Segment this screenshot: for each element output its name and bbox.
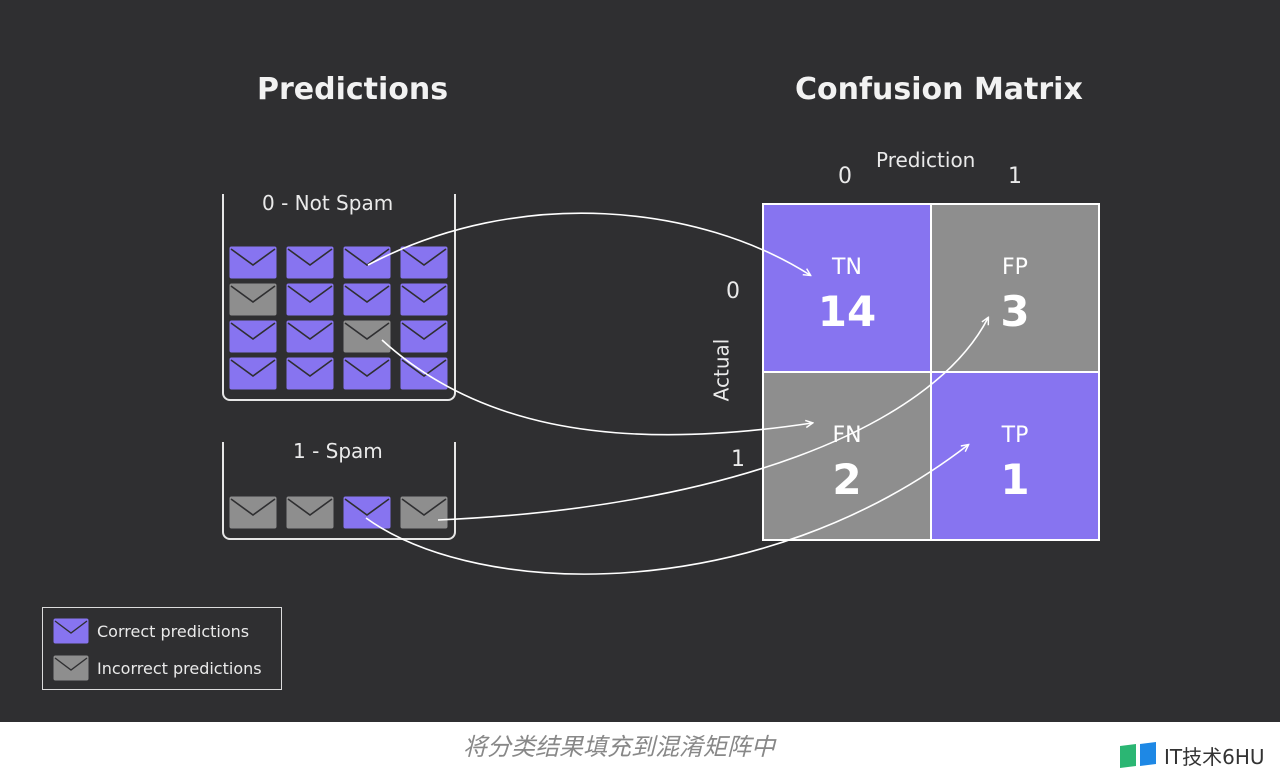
- bin-not-spam: [222, 194, 456, 401]
- legend: Correct predictions Incorrect prediction…: [42, 607, 282, 690]
- prediction-axis-label: Prediction: [876, 148, 976, 172]
- bin-label-not-spam: 0 - Not Spam: [262, 191, 394, 215]
- envelope-correct-icon: [286, 283, 334, 316]
- cell-value: 1: [1000, 455, 1030, 504]
- envelope-correct-icon: [400, 320, 448, 353]
- envelope-correct-icon: [343, 246, 391, 279]
- cell-value: 2: [832, 455, 862, 504]
- legend-swatch-correct: [53, 618, 89, 644]
- envelope-incorrect-icon: [229, 496, 277, 529]
- envelope-icon: [53, 655, 89, 681]
- envelope-correct-icon: [229, 320, 277, 353]
- legend-item-incorrect: Incorrect predictions: [53, 655, 262, 681]
- cell-true-positive: TP 1: [932, 373, 1098, 539]
- bin-spam: [222, 442, 456, 540]
- col-label-1: 1: [1008, 164, 1022, 189]
- envelope-incorrect-icon: [229, 283, 277, 316]
- envelope-correct-icon: [343, 496, 391, 529]
- watermark: IT技术6HU: [1118, 738, 1265, 772]
- flow-arrows: [365, 212, 1280, 575]
- envelope-icon: [53, 618, 89, 644]
- row-label-1: 1: [731, 447, 745, 472]
- cell-code: TN: [832, 255, 862, 280]
- arrow-to-fp: [437, 318, 988, 521]
- envelope-correct-icon: [400, 283, 448, 316]
- watermark-text: IT技术6HU: [1164, 744, 1265, 769]
- legend-item-correct: Correct predictions: [53, 618, 249, 644]
- cell-value: 3: [1000, 287, 1030, 336]
- row-label-0: 0: [726, 279, 740, 304]
- envelope-correct-icon: [286, 320, 334, 353]
- diagram-canvas: Predictions Confusion Matrix 0 - Not Spa…: [0, 0, 1280, 722]
- cell-false-positive: FP 3: [932, 205, 1098, 371]
- arrow-to-tn: [367, 212, 810, 275]
- envelope-correct-icon: [286, 357, 334, 390]
- bin-label-spam: 1 - Spam: [293, 439, 383, 463]
- envelope-correct-icon: [400, 357, 448, 390]
- caption-text: 将分类结果填充到混淆矩阵中: [463, 733, 775, 761]
- envelope-correct-icon: [400, 246, 448, 279]
- arrow-to-tp: [365, 445, 968, 575]
- cell-value: 14: [817, 287, 877, 336]
- envelope-correct-icon: [343, 283, 391, 316]
- arrow-to-fn: [381, 339, 812, 436]
- envelope-correct-icon: [229, 357, 277, 390]
- book-logo-icon: [1120, 742, 1156, 768]
- confusion-matrix-title: Confusion Matrix: [795, 72, 1083, 107]
- cell-code: TP: [1001, 423, 1029, 448]
- predictions-title: Predictions: [257, 72, 449, 107]
- matrix-divider-horizontal: [764, 371, 1098, 373]
- envelope-incorrect-icon: [286, 496, 334, 529]
- cell-code: FP: [1002, 255, 1028, 280]
- legend-label-incorrect: Incorrect predictions: [97, 658, 262, 678]
- col-label-0: 0: [838, 164, 852, 189]
- envelope-correct-icon: [286, 246, 334, 279]
- envelope-incorrect-icon: [400, 496, 448, 529]
- envelope-correct-icon: [343, 357, 391, 390]
- cell-true-negative: TN 14: [764, 205, 930, 371]
- cell-false-negative: FN 2: [764, 373, 930, 539]
- legend-swatch-incorrect: [53, 655, 89, 681]
- envelope-correct-icon: [229, 246, 277, 279]
- envelope-incorrect-icon: [343, 320, 391, 353]
- legend-label-correct: Correct predictions: [97, 621, 250, 641]
- matrix-frame: [762, 203, 1100, 541]
- caption-bar: [0, 722, 1280, 773]
